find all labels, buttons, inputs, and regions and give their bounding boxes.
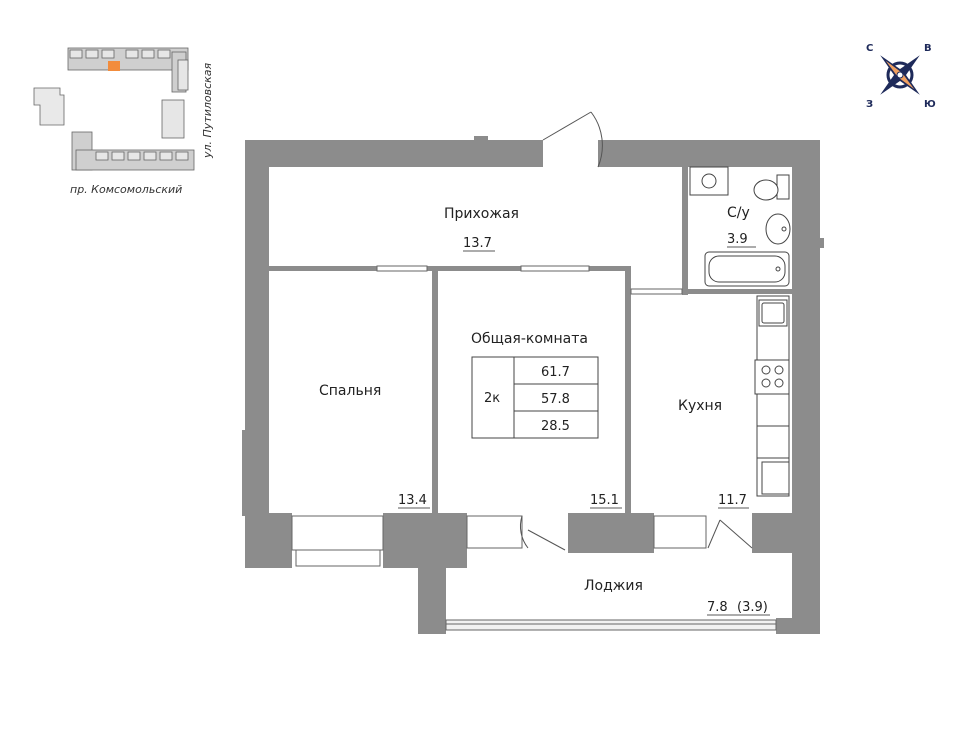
summary-living-area: 28.5 (541, 419, 570, 434)
stove-icon (754, 359, 790, 395)
room-name-bedroom: Спальня (319, 383, 381, 399)
room-name-kitchen: Кухня (678, 398, 722, 414)
room-area-loggia-reduced: (3.9) (737, 600, 768, 615)
room-area-bath: 3.9 (727, 232, 748, 247)
bathroom-fixtures (689, 166, 791, 287)
wall-details (242, 136, 824, 516)
summary-table: 2к 61.7 57.8 28.5 (471, 356, 599, 439)
room-area-living: 15.1 (590, 493, 619, 508)
interior-walls (269, 167, 792, 513)
building-block-top (67, 47, 189, 93)
room-labels: Прихожая 13.7 С/у 3.9 Спальня 13.4 Общая… (319, 205, 770, 616)
room-name-loggia: Лоджия (584, 578, 643, 594)
bidet-icon (765, 213, 791, 245)
site-plan: ул. Путиловская пр. Комсомольский (33, 47, 214, 196)
compass-e: В (924, 43, 932, 54)
kitchen-fixtures (754, 295, 790, 497)
compass-s: Ю (924, 99, 936, 110)
room-area-kitchen: 11.7 (718, 493, 747, 508)
loggia-doors (519, 515, 753, 551)
summary-reduced-area: 57.8 (541, 392, 570, 407)
street-label-putilovskaya: ул. Путиловская (201, 62, 214, 159)
compass-w: З (866, 99, 873, 110)
room-area-hall: 13.7 (463, 236, 492, 251)
room-name-hall: Прихожая (444, 206, 519, 222)
compass-n: С (866, 43, 873, 54)
room-area-loggia: 7.8 (707, 600, 728, 615)
street-label-komsomolsky: пр. Комсомольский (70, 183, 182, 196)
building-block-middle (33, 87, 185, 139)
windows (291, 265, 777, 631)
fridge-icon (761, 461, 790, 495)
summary-room-count: 2к (484, 391, 500, 406)
compass-rose: С В Ю З (866, 43, 936, 110)
exterior-walls (245, 140, 820, 634)
room-name-living: Общая-комната (471, 331, 588, 347)
apartment-highlight-marker (108, 61, 120, 71)
room-area-bedroom: 13.4 (398, 493, 427, 508)
summary-total-area: 61.7 (541, 365, 570, 380)
building-block-bottom (71, 131, 195, 171)
room-name-bath: С/у (727, 205, 750, 221)
toilet-tank (776, 174, 790, 200)
entrance-door (542, 111, 603, 168)
sink-icon (701, 173, 717, 189)
toilet-icon (753, 179, 779, 201)
